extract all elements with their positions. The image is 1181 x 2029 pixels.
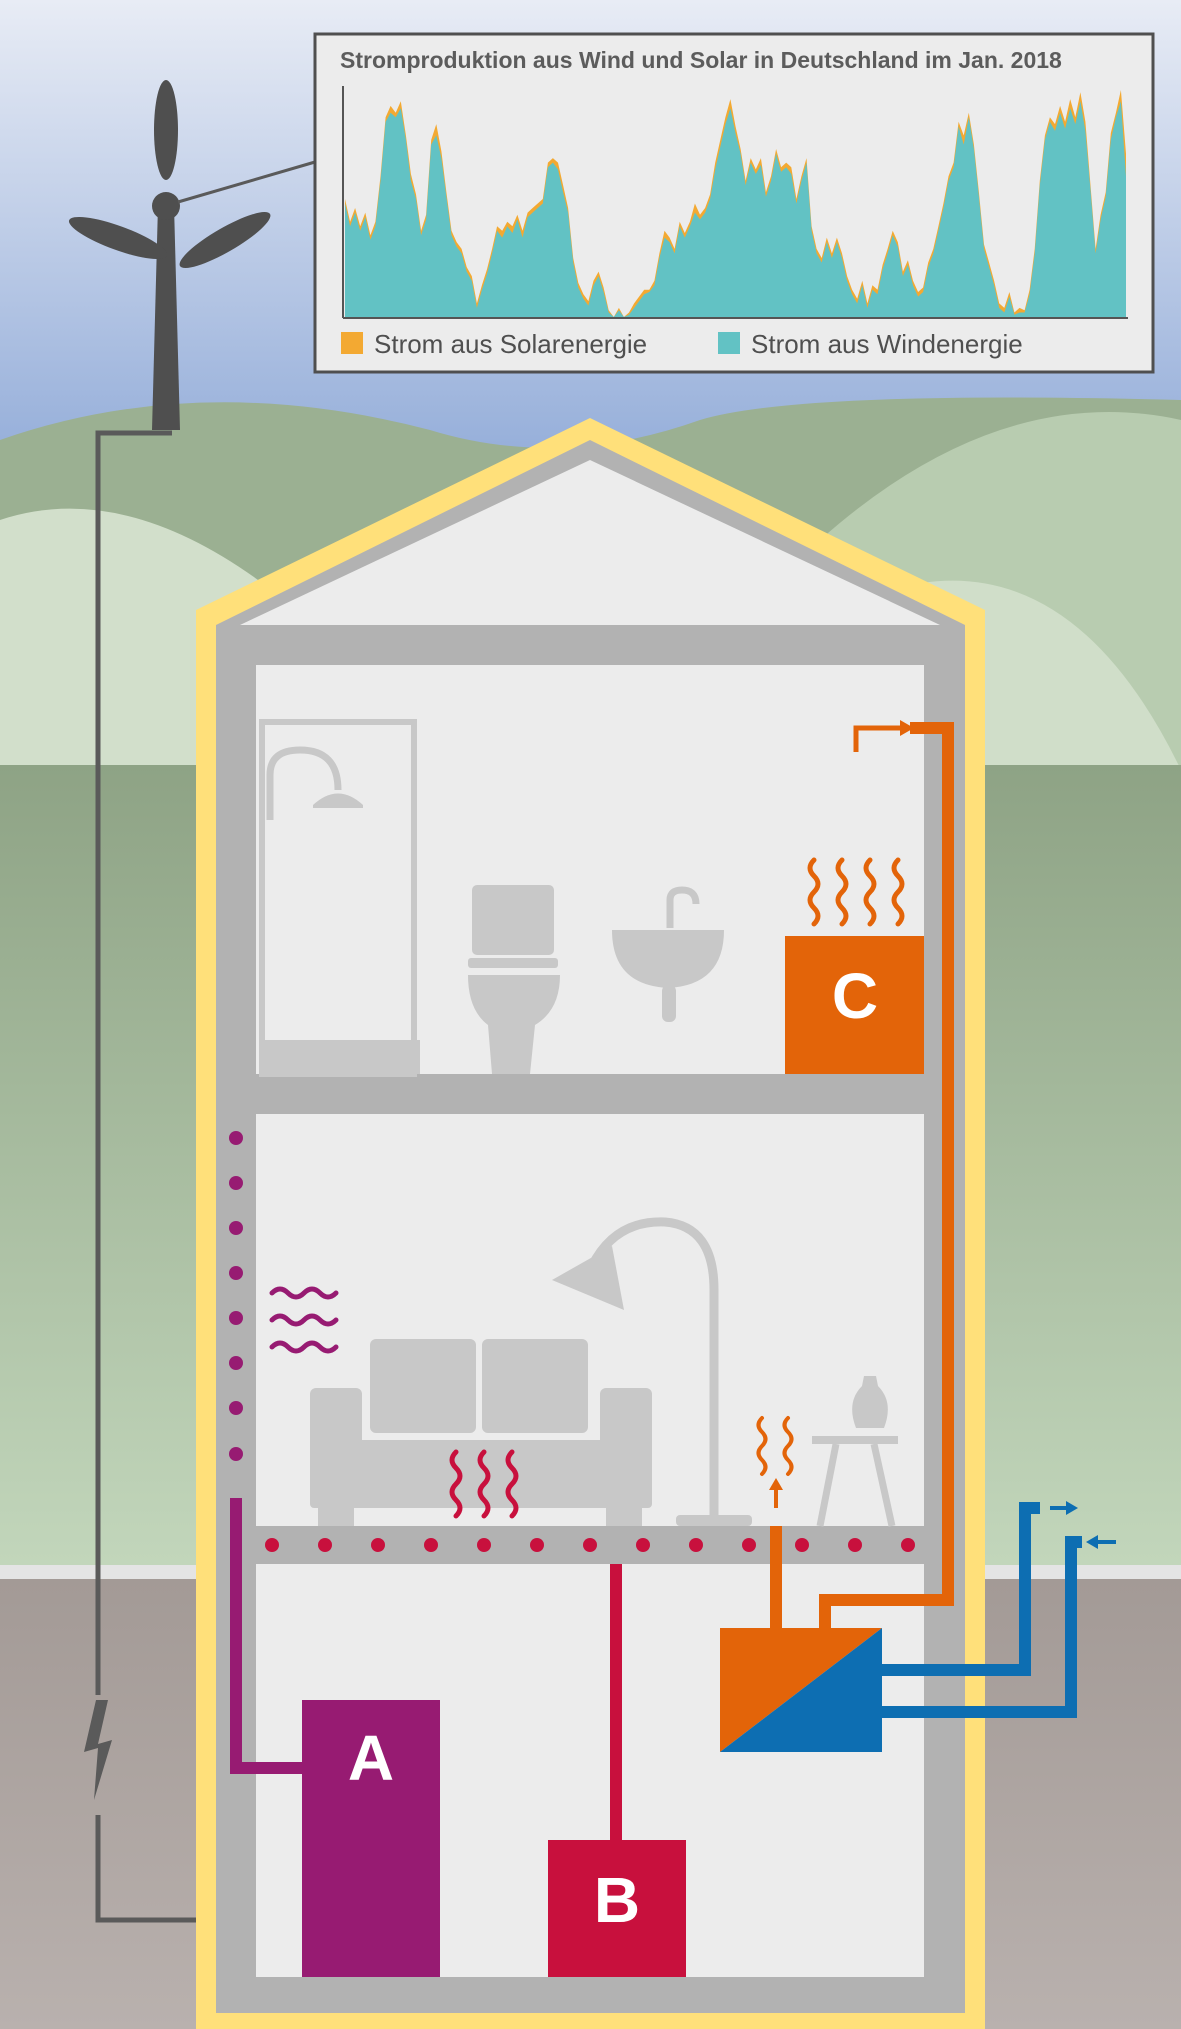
heat-wave-icon — [756, 1416, 794, 1476]
hot-water-outlet-arrow — [853, 725, 905, 752]
box-a — [302, 1700, 440, 1977]
heat-pump-icon — [720, 1628, 882, 1752]
legend-solar-swatch — [341, 332, 363, 354]
box-c-label: C — [832, 960, 878, 1032]
hot-water-arrow-head — [900, 720, 914, 736]
chart-series-wind — [345, 101, 1126, 317]
toilet-icon — [468, 885, 560, 1074]
vase-icon — [852, 1376, 888, 1428]
box-b — [548, 1840, 686, 1977]
box-c — [785, 936, 924, 1074]
wind-turbine-icon — [68, 80, 271, 430]
brine-pipe-out — [880, 1502, 1040, 1676]
chart-plot — [345, 90, 1126, 317]
legend-wind-swatch — [718, 332, 740, 354]
sofa-icon — [310, 1339, 652, 1526]
chart-title: Stromproduktion aus Wind und Solar in De… — [340, 47, 1062, 73]
power-cable — [95, 430, 172, 1695]
attic-floor — [216, 625, 965, 665]
purple-pipe-a — [230, 1498, 302, 1774]
chart-pointer-line — [177, 160, 316, 204]
floor-upper — [216, 1074, 965, 1114]
legend-wind-label: Strom aus Windenergie — [751, 329, 1023, 359]
side-table-icon — [812, 1436, 898, 1527]
blue-arrow-out-head — [1066, 1501, 1078, 1515]
heat-wave-icon — [807, 857, 905, 927]
attic — [240, 460, 940, 625]
sink-icon — [612, 886, 724, 1022]
box-a-label: A — [348, 1722, 394, 1794]
brine-pipe-in — [880, 1536, 1082, 1718]
lightning-icon — [84, 1700, 112, 1800]
heat-wave-icon — [269, 1286, 339, 1354]
wall-heating-dots — [229, 1131, 243, 1461]
blue-arrow-in-head — [1086, 1535, 1098, 1549]
floor-lamp-icon — [552, 1217, 752, 1526]
box-b-label: B — [594, 1864, 640, 1936]
legend-solar-label: Strom aus Solarenergie — [374, 329, 647, 359]
hot-water-pipe — [819, 722, 954, 1630]
floor-heating-dots — [265, 1538, 915, 1552]
chart-panel: Stromproduktion aus Wind und Solar in De… — [313, 32, 1155, 374]
heat-up-arrow-head — [769, 1478, 783, 1490]
shower-icon — [259, 719, 420, 1077]
heat-wave-icon — [449, 1449, 519, 1519]
